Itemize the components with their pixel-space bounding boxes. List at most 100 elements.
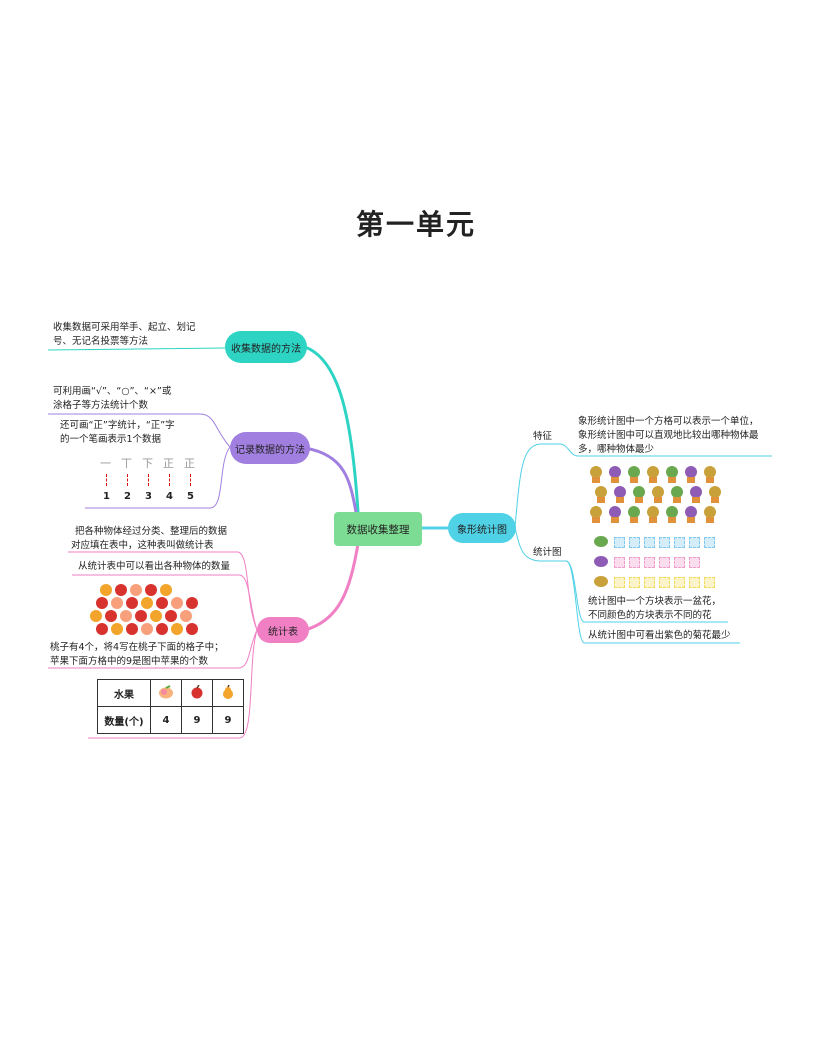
pictograph-square [704, 537, 715, 548]
flower-icon [652, 486, 664, 498]
fruit-icon [150, 610, 162, 622]
table-header-label: 水果 [97, 679, 151, 707]
pictograph-chart [594, 536, 724, 590]
flower-icon [671, 486, 683, 498]
flower-icon [685, 466, 697, 478]
pot-icon [649, 477, 657, 483]
pot-icon [668, 477, 676, 483]
pictograph-square [614, 557, 625, 568]
fruit-icon [126, 597, 138, 609]
flower-icon [628, 466, 640, 478]
least-flower-note: 从统计图中可看出紫色的菊花最少 [588, 630, 731, 641]
tally-glyph-5: 正 [184, 457, 195, 470]
table-value-apple: 9 [181, 706, 213, 734]
pot-icon [616, 497, 624, 503]
table-count-note: 从统计表中可以看出各种物体的数量 [78, 561, 231, 572]
pot-icon [654, 497, 662, 503]
tally-glyph-4: 正 [163, 457, 174, 470]
flower-icon [609, 506, 621, 518]
tally-glyph-2: 丅 [121, 457, 132, 470]
zheng-line-1: 还可画“正”字统计，“正”字 [60, 420, 175, 431]
fruit-icon [111, 597, 123, 609]
branch-collect-data[interactable]: 收集数据的方法 [225, 331, 307, 363]
pictograph-square [674, 577, 685, 588]
pictograph-square [644, 557, 655, 568]
tally-glyph-1: 一 [100, 457, 111, 470]
fruit-icon [180, 610, 192, 622]
pictograph-square [659, 537, 670, 548]
fruit-icon [115, 584, 127, 596]
tally-number-1: 1 [103, 491, 110, 502]
fruit-pile-image [90, 584, 198, 635]
fruit-icon [105, 610, 117, 622]
green-flower-row-icon [594, 536, 608, 547]
flower-icon [614, 486, 626, 498]
center-topic[interactable]: 数据收集整理 [334, 512, 422, 546]
flower-icon [647, 506, 659, 518]
yellow-flower-row-icon [594, 576, 608, 587]
pot-icon [706, 477, 714, 483]
flower-icon [666, 506, 678, 518]
fruit-icon [141, 623, 153, 635]
link-collect [304, 345, 360, 513]
flower-icon [690, 486, 702, 498]
branch-pictograph[interactable]: 象形统计图 [448, 513, 516, 543]
pictograph-square [689, 557, 700, 568]
link-record [304, 446, 358, 513]
pot-icon [592, 517, 600, 523]
flower-icon [595, 486, 607, 498]
tally-number-4: 4 [166, 491, 173, 502]
tally-number-2: 2 [124, 491, 131, 502]
fruit-icon [120, 610, 132, 622]
pot-icon [649, 517, 657, 523]
pot-icon [673, 497, 681, 503]
record-note-line-1: 可利用画“√”、“○”、“×”或 [53, 386, 172, 397]
fruit-icon [130, 584, 142, 596]
chart-label: 统计图 [533, 547, 562, 558]
pictograph-square [689, 577, 700, 588]
pot-icon [687, 477, 695, 483]
tally-number-5: 5 [187, 491, 194, 502]
flower-icon [647, 466, 659, 478]
fruit-icon [171, 597, 183, 609]
fruit-desc-line-1: 桃子有4个，将4写在桃子下面的格子中； [50, 642, 224, 653]
flower-icon [685, 506, 697, 518]
flower-pots-image [590, 466, 721, 523]
flower-icon [628, 506, 640, 518]
pot-icon [692, 497, 700, 503]
fruit-icon [111, 623, 123, 635]
fruit-icon [96, 597, 108, 609]
table-def-line-2: 对应填在表中，这种表叫做统计表 [71, 540, 214, 551]
fruit-icon [141, 597, 153, 609]
pictograph-square [674, 557, 685, 568]
link-table [304, 543, 360, 632]
pictograph-square [644, 577, 655, 588]
zheng-line-2: 的一个笔画表示1个数据 [60, 434, 162, 445]
pot-icon [635, 497, 643, 503]
pictograph-square [629, 577, 640, 588]
table-def-line-1: 把各种物体经过分类、整理后的数据 [75, 526, 228, 537]
tally-tick-5 [190, 474, 191, 486]
tally-tick-4 [169, 474, 170, 486]
collect-desc-line-2: 号、无记名投票等方法 [53, 336, 149, 347]
fruit-icon [160, 584, 172, 596]
pot-icon [592, 477, 600, 483]
branch-record-data[interactable]: 记录数据的方法 [230, 432, 310, 464]
fruit-icon [171, 623, 183, 635]
pictograph-square [629, 557, 640, 568]
pictograph-square [614, 537, 625, 548]
table-row-label: 数量(个) [97, 706, 151, 734]
pot-icon [611, 517, 619, 523]
branch-stat-table[interactable]: 统计表 [257, 617, 309, 643]
fruit-icon [186, 597, 198, 609]
pot-icon [706, 517, 714, 523]
pot-icon [611, 477, 619, 483]
flower-icon [709, 486, 721, 498]
pot-icon [597, 497, 605, 503]
flower-icon [704, 506, 716, 518]
fruit-icon [165, 610, 177, 622]
flower-icon [590, 466, 602, 478]
collect-desc-line-1: 收集数据可采用举手、起立、划记 [53, 322, 196, 333]
fruit-icon [126, 623, 138, 635]
